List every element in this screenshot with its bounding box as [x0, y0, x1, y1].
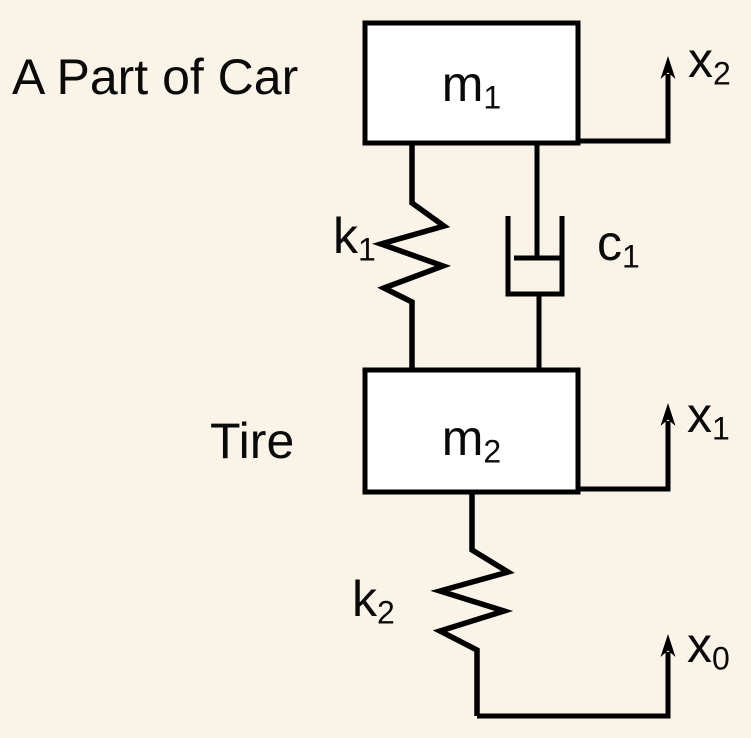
damper1-cylinder [505, 216, 565, 297]
x1-label: x1 [687, 387, 730, 447]
mass1-label: m1 [441, 56, 502, 116]
x2-arrowhead [660, 56, 676, 79]
car-annotation-text: A Part of Car [12, 49, 299, 105]
mass1-box [362, 20, 581, 146]
x2-arrow-line [578, 74, 671, 144]
x0-arrowhead [660, 634, 676, 657]
x0-arrow-line [477, 652, 671, 719]
mass2-box [362, 367, 581, 495]
spring1-label: k1 [333, 208, 376, 268]
spring1-zigzag [371, 143, 452, 370]
damper1-label: c1 [597, 215, 640, 275]
mass2-label: m2 [441, 410, 502, 470]
x2-label: x2 [688, 32, 731, 92]
tire-annotation-text: Tire [210, 413, 295, 469]
spring2-label: k2 [352, 571, 395, 631]
x1-arrow-line [578, 421, 671, 492]
x0-label: x0 [687, 617, 730, 677]
spring2-zigzag [430, 492, 515, 716]
car-annotation: A Part of Car [12, 50, 298, 105]
tire-annotation: Tire [210, 414, 294, 469]
x1-arrowhead [660, 403, 676, 426]
